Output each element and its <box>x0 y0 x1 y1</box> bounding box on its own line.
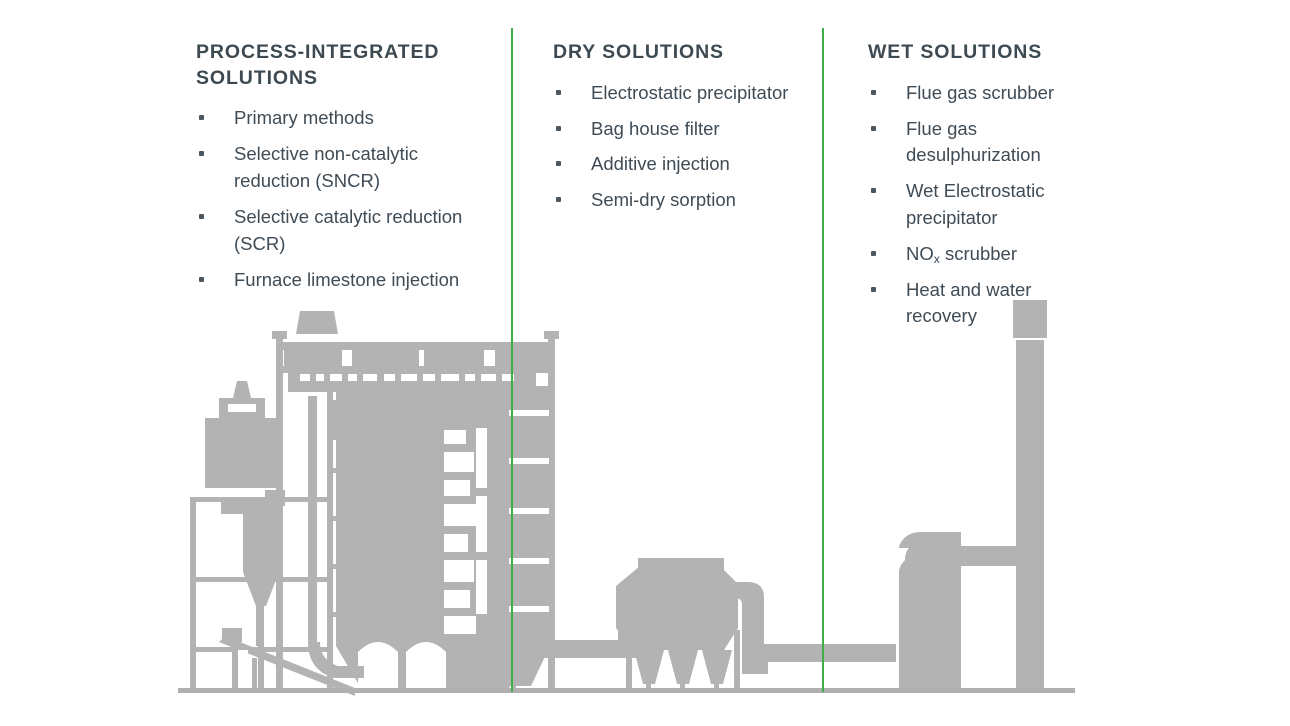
list-item: Selective catalytic reduction (SCR) <box>196 204 496 258</box>
column-heading-dry-solutions: DRY SOLUTIONS <box>553 41 724 63</box>
list-item: Semi-dry sorption <box>553 187 803 214</box>
furnace-body <box>336 378 536 690</box>
duct-filter-to-scrubber <box>726 582 896 674</box>
nox-base: NO <box>906 242 934 264</box>
nox-subscript: x <box>933 251 940 266</box>
column-divider-1 <box>511 28 513 692</box>
roof-vent <box>296 311 338 334</box>
list-item: Primary methods <box>196 105 496 132</box>
boiler-drum <box>288 370 536 392</box>
list-item: Bag house filter <box>553 116 803 143</box>
ground-line <box>178 688 1075 693</box>
list-item-nox: NOx scrubber <box>868 241 1093 268</box>
drum-detail <box>300 374 514 381</box>
stack <box>1013 300 1047 690</box>
duct-scrubber-to-stack <box>955 546 1025 566</box>
column-divider-2 <box>822 28 824 692</box>
bag-house-filter <box>616 558 740 690</box>
nox-suffix: scrubber <box>939 242 1017 264</box>
bullet-list-wet-solutions: Flue gas scrubber Flue gas desulphurizat… <box>868 80 1093 331</box>
wet-scrubber <box>899 532 961 690</box>
downcomer-pipes <box>308 392 402 678</box>
bullet-list-dry-solutions: Electrostatic precipitator Bag house fil… <box>553 80 803 214</box>
bullet-list-process-integrated: Primary methods Selective non-catalytic … <box>196 105 496 293</box>
inclined-conveyor <box>219 628 355 696</box>
column-wet-solutions: WET SOLUTIONS Flue gas scrubber Flue gas… <box>868 40 1093 339</box>
list-item: Heat and water recovery <box>868 277 1093 331</box>
duct-boiler-to-filter <box>516 600 640 658</box>
list-item: Furnace limestone injection <box>196 267 496 294</box>
column-heading-process-integrated: PROCESS-INTEGRATED SOLUTIONS <box>196 41 440 89</box>
economiser <box>487 386 551 686</box>
column-process-integrated: PROCESS-INTEGRATED SOLUTIONS Primary met… <box>196 40 496 302</box>
list-item: Flue gas desulphurization <box>868 116 1093 170</box>
list-item: Additive injection <box>553 151 803 178</box>
fuel-bunker <box>205 381 281 488</box>
cyclone-hopper <box>221 490 285 646</box>
list-item: Electrostatic precipitator <box>553 80 803 107</box>
boiler-house-frame <box>190 331 559 690</box>
list-item: Selective non-catalytic reduction (SNCR) <box>196 141 496 195</box>
list-item: Flue gas scrubber <box>868 80 1093 107</box>
pipework-detail <box>364 398 496 634</box>
column-dry-solutions: DRY SOLUTIONS Electrostatic precipitator… <box>553 40 803 223</box>
list-item: Wet Electrostatic precipitator <box>868 178 1093 232</box>
column-heading-wet-solutions: WET SOLUTIONS <box>868 41 1043 63</box>
